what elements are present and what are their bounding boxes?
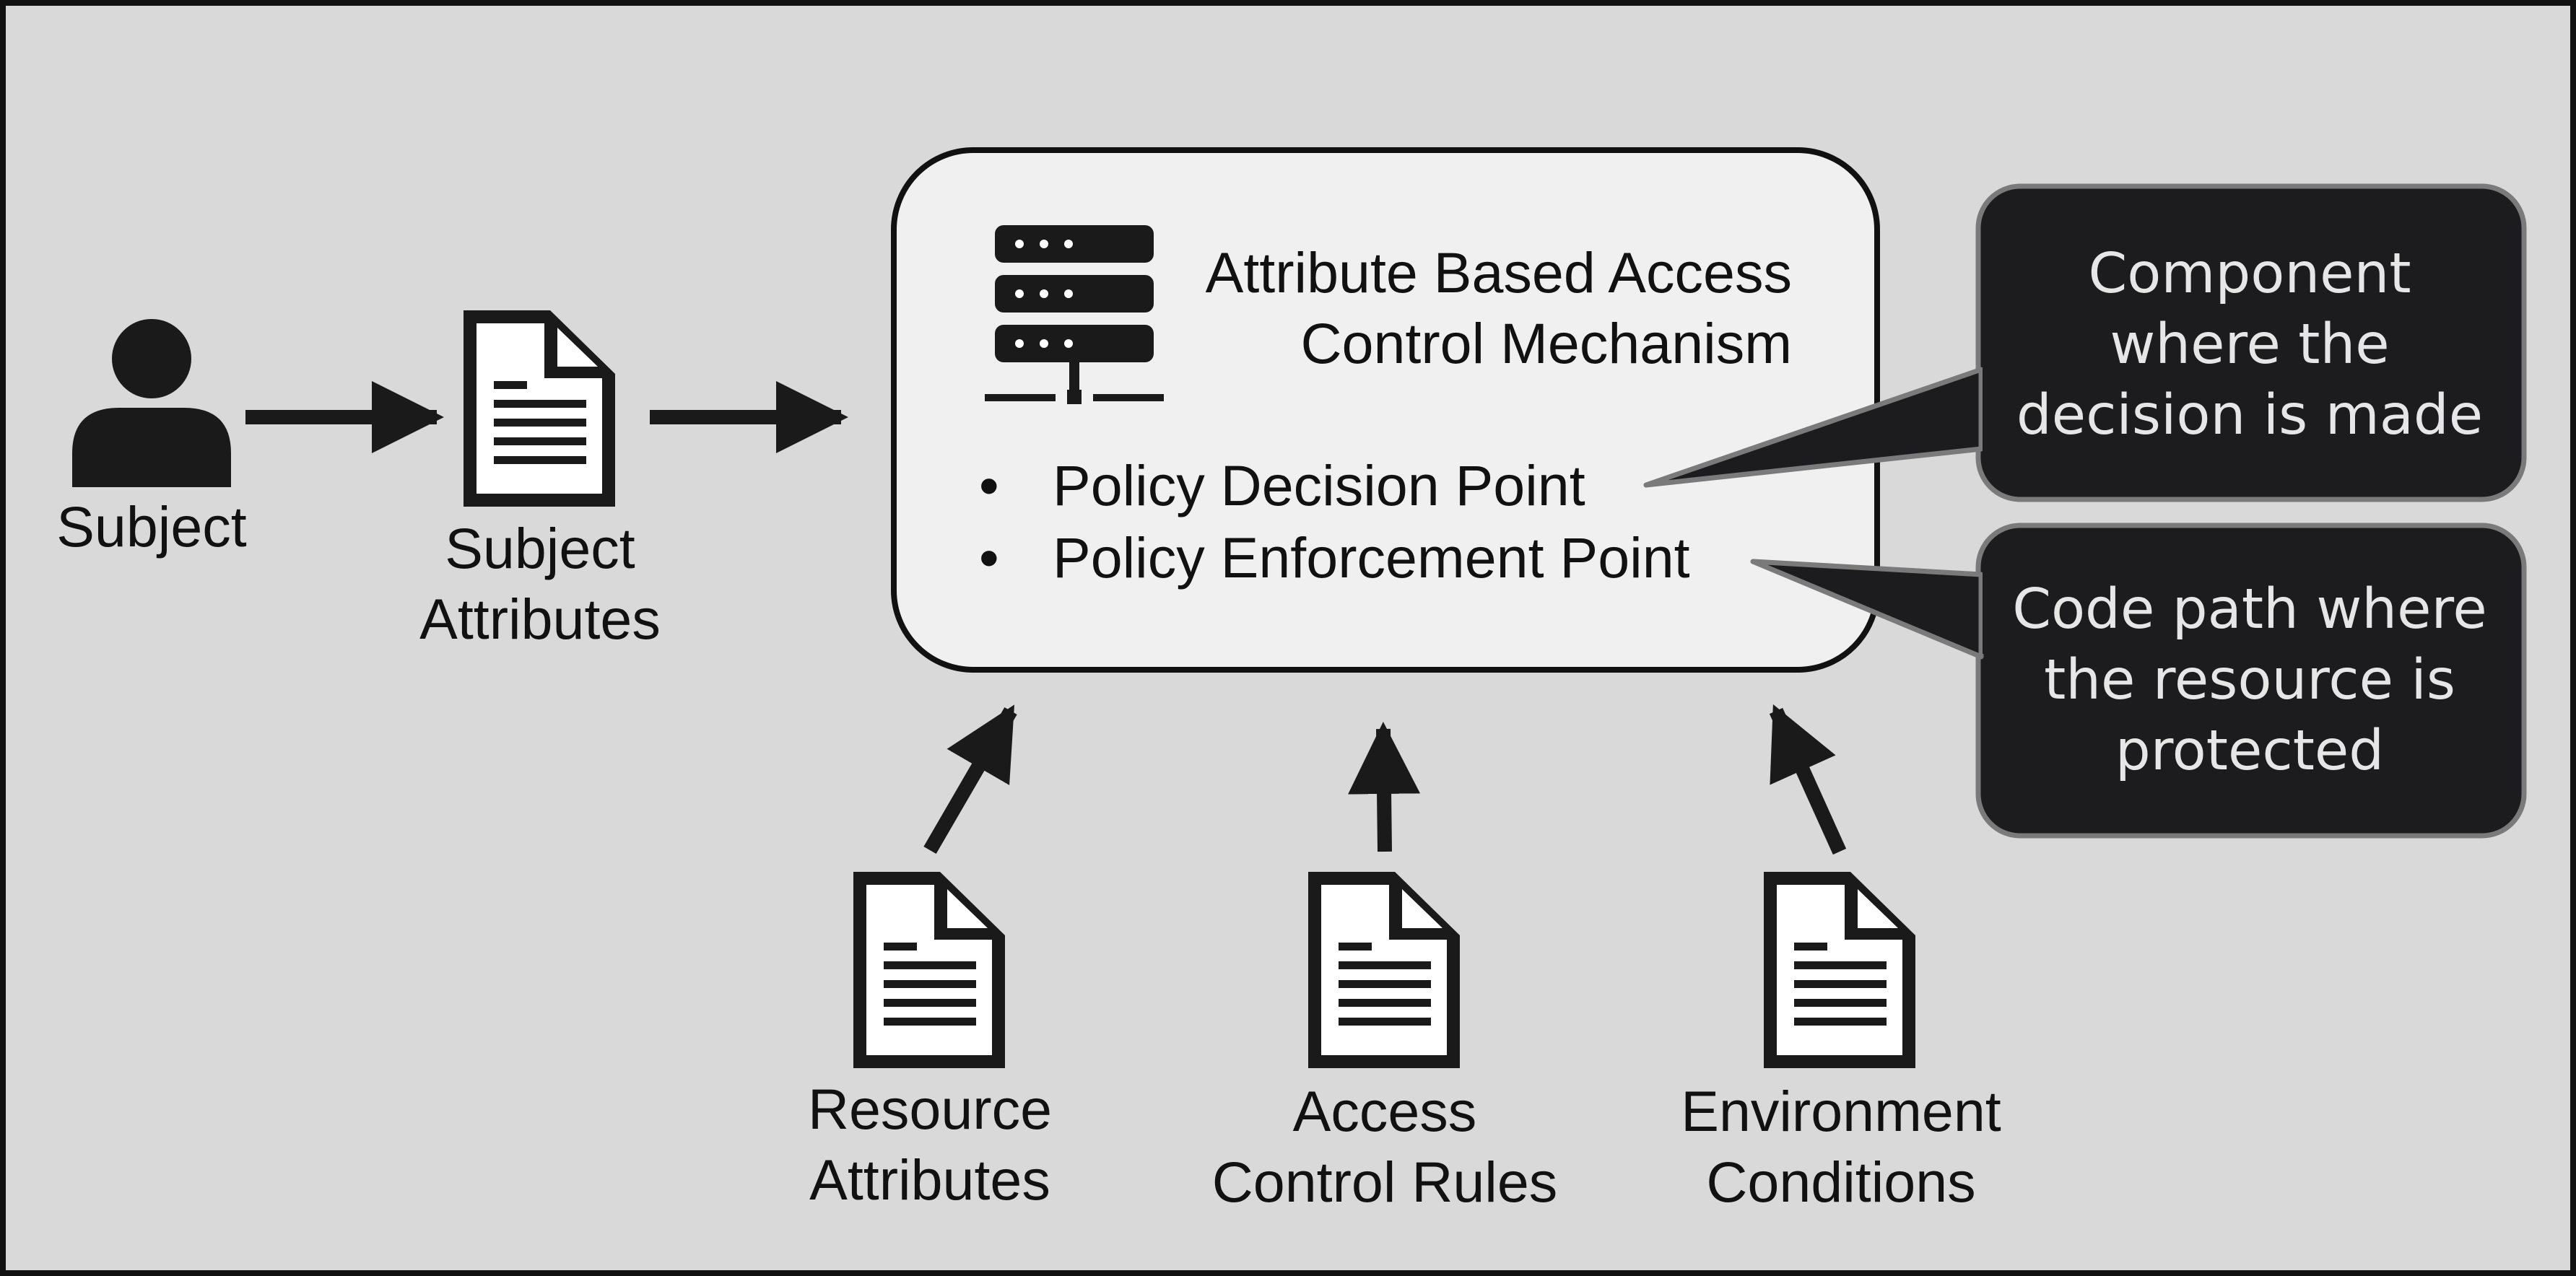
callout-decision-line1: Component	[2088, 242, 2411, 306]
callout-enforcement-line3: protected	[2115, 719, 2384, 783]
mechanism-title-line1: Attribute Based Access	[1206, 240, 1792, 305]
arrow-rules-to-mechanism	[1348, 722, 1421, 852]
callout-decision-line2: where the	[2110, 313, 2389, 377]
server-icon	[985, 225, 1164, 404]
callout-decision: Component where the decision is made	[1643, 183, 2527, 502]
bullet-glyph: •	[979, 525, 999, 590]
resource-attributes-label-line2: Attributes	[809, 1148, 1050, 1212]
policy-enforcement-point-label: Policy Enforcement Point	[1053, 525, 1690, 590]
subject-attributes-label-line1: Subject	[445, 516, 635, 580]
environment-conditions-label-line1: Environment	[1681, 1079, 2001, 1143]
mechanism-title-line2: Control Mechanism	[1300, 311, 1792, 375]
environment-conditions-label-line2: Conditions	[1706, 1150, 1975, 1214]
arrow-resource-to-mechanism	[923, 704, 1017, 855]
arrow-environment-to-mechanism	[1769, 704, 1847, 855]
bullet-glyph: •	[979, 453, 999, 517]
callout-enforcement: Code path where the resource is protecte…	[1750, 523, 2527, 839]
callout-enforcement-line2: the resource is	[2044, 648, 2455, 712]
subject-attributes-label-line2: Attributes	[419, 587, 661, 651]
callout-enforcement-line1: Code path where	[2012, 577, 2487, 642]
person-icon	[72, 319, 231, 487]
resource-attributes-label-line1: Resource	[808, 1077, 1052, 1141]
policy-decision-point-label: Policy Decision Point	[1053, 453, 1585, 517]
access-control-rules-label-line2: Control Rules	[1212, 1150, 1558, 1214]
callout-decision-line3: decision is made	[2016, 383, 2483, 447]
subject-label: Subject	[56, 494, 247, 559]
access-control-rules-label-line1: Access	[1293, 1079, 1477, 1143]
